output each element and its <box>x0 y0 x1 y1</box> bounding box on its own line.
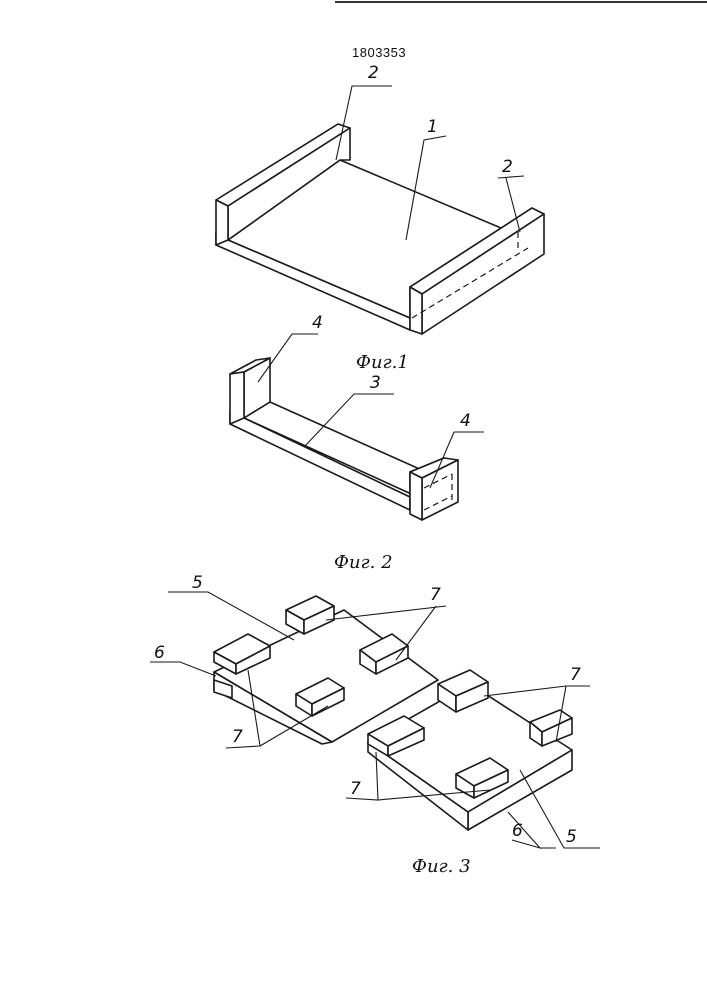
fig2-label-3: 3 <box>370 373 381 393</box>
fig1-label-2-right: 2 <box>502 157 513 177</box>
fig3-lower-lug-right <box>530 710 572 746</box>
fig2-left-wall-front <box>230 372 244 424</box>
fig3-label-7-bottom: 7 <box>350 779 361 799</box>
figure-2 <box>230 358 458 520</box>
fig2-label-4-top: 4 <box>312 313 323 333</box>
fig2-right-wall-front <box>410 472 422 520</box>
fig2-caption: Фиг. 2 <box>334 552 393 573</box>
fig2-label-4-right: 4 <box>460 411 471 431</box>
fig3-label-7-lower-left: 7 <box>232 727 243 747</box>
fig1-right-wall-front <box>410 287 422 334</box>
fig1-left-wall-front <box>216 200 228 245</box>
fig1-label-2-top: 2 <box>368 63 379 83</box>
fig3-label-6-upper: 6 <box>154 643 165 663</box>
fig1-label-1: 1 <box>427 117 438 137</box>
fig3-label-7-top: 7 <box>430 585 441 605</box>
fig3-label-7-right: 7 <box>570 665 581 685</box>
fig3-caption: Фиг. 3 <box>412 856 471 877</box>
fig1-caption: Фиг.1 <box>356 352 409 373</box>
fig3-label-5-upper: 5 <box>192 573 203 593</box>
fig3-label-6-lower: 6 <box>512 821 523 841</box>
figure-1 <box>216 124 544 334</box>
fig3-label-5-lower: 5 <box>566 827 577 847</box>
